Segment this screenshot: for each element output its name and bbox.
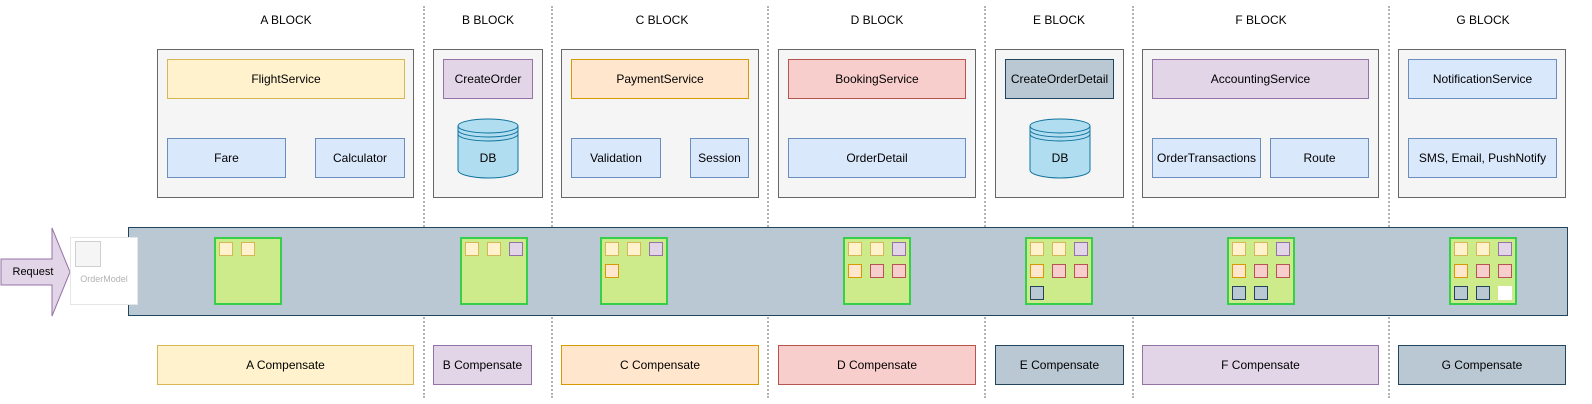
a-compensate-node[interactable]: A Compensate xyxy=(157,345,414,385)
order-model-field-square xyxy=(848,242,862,256)
db-e-label: DB xyxy=(1051,151,1069,165)
order-model-field-square xyxy=(1454,264,1468,278)
order-model-field-square xyxy=(870,242,884,256)
order-model-field-square xyxy=(892,242,906,256)
order-model-field-square xyxy=(605,264,619,278)
f-compensate-node[interactable]: F Compensate xyxy=(1142,345,1379,385)
order-model-label: OrderModel xyxy=(80,274,128,284)
db-b-cylinder[interactable] xyxy=(457,118,519,180)
order-model-field-square xyxy=(465,242,479,256)
order-model-field-square xyxy=(1498,286,1512,300)
order-model-field-square xyxy=(649,242,663,256)
session-node[interactable]: Session xyxy=(690,138,749,178)
order-model-field-square xyxy=(1030,242,1044,256)
block-separator xyxy=(1132,6,1134,398)
order-transactions-node[interactable]: OrderTransactions xyxy=(1152,138,1261,178)
create-order-detail-node[interactable]: CreateOrderDetail xyxy=(1005,59,1114,99)
block-separator xyxy=(984,6,986,398)
order-model-field-square xyxy=(1498,242,1512,256)
order-model-field-square xyxy=(1074,264,1088,278)
notification-service-node[interactable]: NotificationService xyxy=(1408,59,1557,99)
order-detail-node[interactable]: OrderDetail xyxy=(788,138,966,178)
order-model-field-square xyxy=(1454,242,1468,256)
order-model-chip-e[interactable] xyxy=(1025,237,1093,305)
order-model-field-square xyxy=(1030,264,1044,278)
calculator-node[interactable]: Calculator xyxy=(315,138,405,178)
order-model-template-slot xyxy=(75,241,101,267)
route-node[interactable]: Route xyxy=(1270,138,1369,178)
order-model-chip-a[interactable] xyxy=(214,237,282,305)
order-model-field-square xyxy=(1498,264,1512,278)
block-separator xyxy=(1388,6,1390,398)
block-heading-f: F BLOCK xyxy=(1235,13,1287,27)
order-model-field-square xyxy=(1254,264,1268,278)
block-heading-c: C BLOCK xyxy=(635,13,689,27)
order-model-field-square xyxy=(1254,286,1268,300)
block-heading-e: E BLOCK xyxy=(1032,13,1086,27)
db-b-label: DB xyxy=(479,151,497,165)
order-model-chip-f[interactable] xyxy=(1227,237,1295,305)
block-heading-b: B BLOCK xyxy=(461,13,515,27)
order-model-field-square xyxy=(1052,242,1066,256)
order-model-field-square xyxy=(1476,264,1490,278)
block-heading-a: A BLOCK xyxy=(260,13,312,27)
booking-service-node[interactable]: BookingService xyxy=(788,59,966,99)
g-compensate-node[interactable]: G Compensate xyxy=(1398,345,1566,385)
order-model-field-square xyxy=(1454,286,1468,300)
block-heading-d: D BLOCK xyxy=(850,13,904,27)
order-model-field-square xyxy=(1074,242,1088,256)
order-model-field-square xyxy=(219,242,233,256)
order-model-field-square xyxy=(1476,242,1490,256)
order-model-field-square xyxy=(1476,286,1490,300)
order-model-field-square xyxy=(1254,242,1268,256)
block-separator xyxy=(423,6,425,398)
request-arrow-shape[interactable] xyxy=(0,226,72,318)
order-model-field-square xyxy=(241,242,255,256)
block-separator xyxy=(551,6,553,398)
order-model-field-square xyxy=(1276,242,1290,256)
fare-node[interactable]: Fare xyxy=(167,138,286,178)
order-model-field-square xyxy=(1232,286,1246,300)
payment-service-node[interactable]: PaymentService xyxy=(571,59,749,99)
order-model-field-square xyxy=(892,264,906,278)
order-model-field-square xyxy=(1232,264,1246,278)
order-model-chip-g[interactable] xyxy=(1449,237,1517,305)
order-model-field-square xyxy=(509,242,523,256)
order-model-field-square xyxy=(848,264,862,278)
b-compensate-node[interactable]: B Compensate xyxy=(433,345,532,385)
order-model-field-square xyxy=(1030,286,1044,300)
order-model-field-square xyxy=(605,242,619,256)
flight-service-node[interactable]: FlightService xyxy=(167,59,405,99)
order-model-chip-c[interactable] xyxy=(600,237,668,305)
e-compensate-node[interactable]: E Compensate xyxy=(995,345,1124,385)
order-model-field-square xyxy=(1276,264,1290,278)
block-separator xyxy=(767,6,769,398)
c-compensate-node[interactable]: C Compensate xyxy=(561,345,759,385)
validation-node[interactable]: Validation xyxy=(571,138,661,178)
order-model-chip-d[interactable] xyxy=(843,237,911,305)
db-e-cylinder[interactable] xyxy=(1029,118,1091,180)
order-model-field-square xyxy=(627,242,641,256)
order-model-field-square xyxy=(1232,242,1246,256)
create-order-node[interactable]: CreateOrder xyxy=(443,59,533,99)
order-model-field-square xyxy=(1052,264,1066,278)
request-label: Request xyxy=(12,266,54,278)
order-model-field-square xyxy=(870,264,884,278)
order-model-chip-b[interactable] xyxy=(460,237,528,305)
notify-channels-node[interactable]: SMS, Email, PushNotify xyxy=(1408,138,1557,178)
order-model-field-square xyxy=(487,242,501,256)
d-compensate-node[interactable]: D Compensate xyxy=(778,345,976,385)
block-heading-g: G BLOCK xyxy=(1456,13,1510,27)
accounting-service-node[interactable]: AccountingService xyxy=(1152,59,1369,99)
